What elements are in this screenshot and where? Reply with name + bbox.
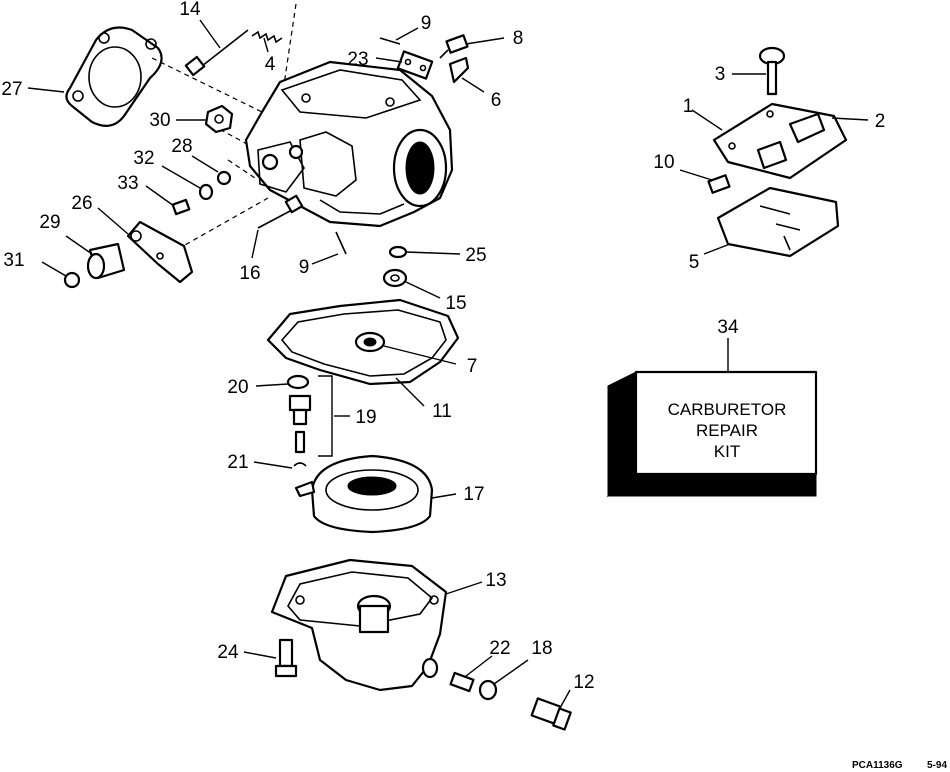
callout-28: 28 bbox=[171, 136, 192, 157]
callout-19-bracket bbox=[318, 375, 333, 457]
part-6-fitting bbox=[448, 56, 470, 84]
callout-7: 7 bbox=[467, 356, 478, 377]
part-needle-seat bbox=[288, 394, 312, 454]
callout-6: 6 bbox=[491, 90, 502, 111]
callout-14: 14 bbox=[179, 0, 201, 20]
callout-27: 27 bbox=[1, 79, 22, 100]
callout-24: 24 bbox=[217, 642, 239, 663]
carburetor-body bbox=[244, 60, 454, 228]
leader-lines bbox=[27, 19, 869, 709]
repair-kit-label: CARBURETOR REPAIR KIT bbox=[668, 400, 787, 461]
callout-1: 1 bbox=[683, 96, 694, 117]
callout-9-lower: 9 bbox=[299, 257, 310, 278]
figure-code: PCA1136G bbox=[852, 760, 903, 771]
part-32-washer bbox=[198, 183, 214, 201]
part-8-screw bbox=[439, 34, 469, 59]
callout-12: 12 bbox=[573, 672, 594, 693]
callout-29: 29 bbox=[39, 212, 60, 233]
callout-4: 4 bbox=[265, 54, 276, 75]
part-21-clip bbox=[293, 462, 307, 467]
callout-22: 22 bbox=[489, 638, 510, 659]
callout-21: 21 bbox=[227, 452, 248, 473]
part-26-lever bbox=[126, 220, 194, 284]
part-24-screw bbox=[274, 638, 298, 678]
part-27-gasket bbox=[65, 26, 163, 127]
part-5-diaphragm bbox=[716, 186, 840, 258]
callout-labels: 14 4 9 8 23 6 27 30 32 28 33 26 29 31 16… bbox=[1, 0, 885, 693]
part-29-sleeve bbox=[86, 242, 126, 280]
callout-13: 13 bbox=[485, 570, 506, 591]
part-10-fitting bbox=[707, 174, 731, 194]
part-33-screw bbox=[171, 198, 191, 216]
part-20-washer bbox=[286, 374, 310, 390]
callout-20: 20 bbox=[227, 377, 248, 398]
part-17-float bbox=[294, 454, 434, 534]
callout-33: 33 bbox=[117, 173, 138, 194]
callout-30: 30 bbox=[149, 110, 170, 131]
callout-2: 2 bbox=[875, 111, 886, 132]
callout-18: 18 bbox=[531, 638, 552, 659]
part-4-spring bbox=[251, 30, 283, 44]
part-16-screw bbox=[257, 194, 304, 229]
callout-10: 10 bbox=[653, 152, 674, 173]
callout-3: 3 bbox=[715, 64, 726, 85]
part-18-washer bbox=[478, 679, 498, 701]
part-9-pin-lower bbox=[335, 231, 347, 255]
part-12-plug bbox=[530, 697, 572, 731]
part-28-lockwasher bbox=[216, 170, 232, 186]
callout-26: 26 bbox=[71, 193, 92, 214]
callout-16: 16 bbox=[239, 263, 260, 284]
part-13-float-bowl bbox=[270, 558, 448, 692]
callout-31: 31 bbox=[3, 250, 24, 271]
callout-17: 17 bbox=[463, 484, 484, 505]
repair-kit-box bbox=[606, 370, 818, 498]
callout-23: 23 bbox=[347, 49, 368, 70]
callout-8: 8 bbox=[513, 28, 524, 49]
kit-line-2: REPAIR bbox=[696, 421, 758, 440]
figure-date: 5-94 bbox=[927, 760, 947, 771]
part-1-pump-cover bbox=[712, 102, 848, 180]
part-22-jet bbox=[449, 671, 475, 693]
part-30-nut bbox=[204, 104, 234, 134]
part-23-plate bbox=[396, 50, 434, 80]
callout-11: 11 bbox=[432, 401, 452, 422]
footer: PCA1136G 5-94 bbox=[852, 760, 947, 771]
callout-34: 34 bbox=[717, 317, 739, 338]
callout-19: 19 bbox=[355, 407, 376, 428]
kit-line-1: CARBURETOR bbox=[668, 400, 787, 419]
part-31-oring bbox=[63, 271, 81, 289]
part-25-ring bbox=[388, 245, 408, 259]
callout-25: 25 bbox=[465, 245, 486, 266]
callout-5: 5 bbox=[689, 252, 700, 273]
callout-9-top: 9 bbox=[421, 13, 432, 34]
callout-15: 15 bbox=[445, 293, 466, 314]
part-14-screw bbox=[184, 29, 249, 77]
part-9-pin-top bbox=[379, 37, 401, 45]
kit-line-3: KIT bbox=[714, 442, 740, 461]
part-7-seat bbox=[354, 331, 386, 353]
part-15-washer bbox=[382, 268, 408, 288]
part-3-screw bbox=[758, 46, 786, 96]
callout-32: 32 bbox=[133, 148, 154, 169]
